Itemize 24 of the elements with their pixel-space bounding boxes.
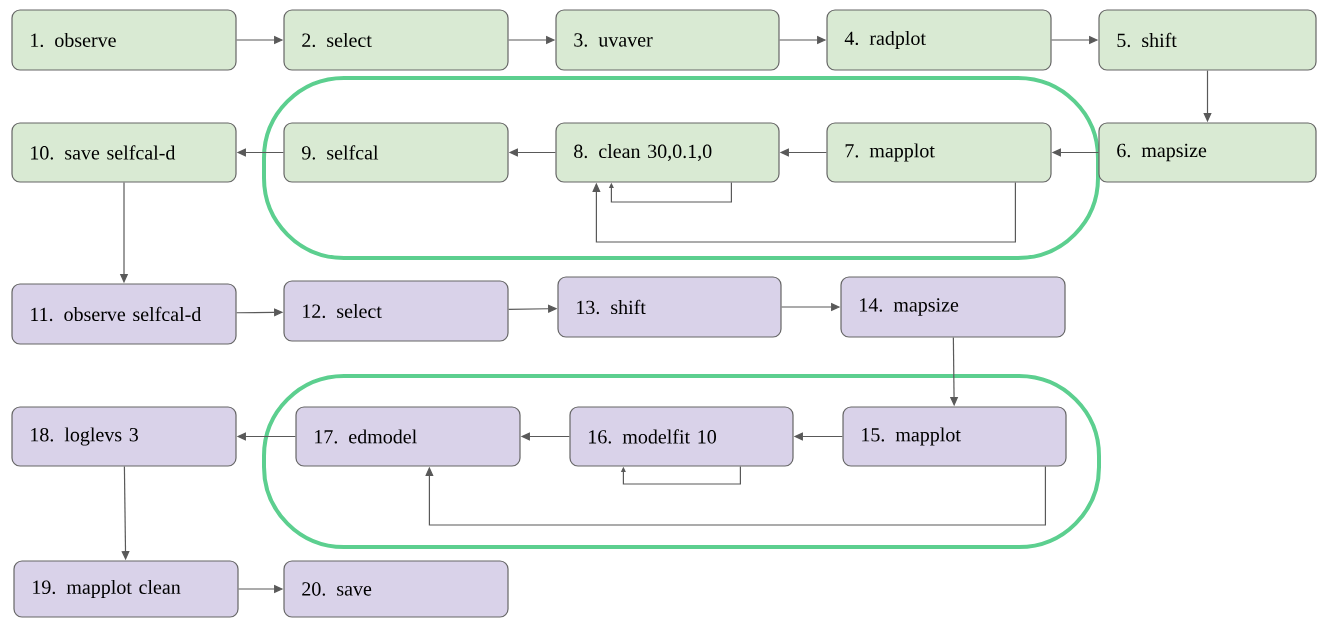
process-box: 14. mapsize	[840, 276, 1066, 338]
process-box: 17. edmodel	[295, 406, 521, 467]
process-box: 7. mapplot	[826, 122, 1052, 183]
process-box: 1. observe	[11, 9, 237, 71]
process-box: 6. mapsize	[1098, 122, 1317, 183]
process-box: 4. radplot	[826, 9, 1052, 71]
process-box: 2. select	[283, 9, 509, 71]
process-box: 8. clean 30,0.1,0	[555, 122, 780, 183]
process-box: 3. uvaver	[555, 9, 780, 71]
arrow	[425, 466, 1046, 526]
process-box: 12. select	[283, 280, 509, 342]
process-box: 15. mapplot	[842, 406, 1067, 467]
process-box: 11. observe selfcal-d	[11, 283, 237, 345]
process-box: 20. save	[283, 560, 509, 618]
arrow	[620, 466, 741, 485]
process-box: 9. selfcal	[283, 122, 509, 183]
process-box: 5. shift	[1098, 9, 1317, 71]
process-box: 18. loglevs 3	[11, 406, 237, 467]
process-box: 19. mapplot clean	[13, 560, 239, 618]
arrow	[592, 182, 1016, 243]
process-box: 13. shift	[557, 276, 782, 338]
process-box: 16. modelfit 10	[569, 406, 794, 467]
arrow	[608, 182, 732, 203]
process-box: 10. save selfcal-d	[11, 122, 237, 183]
